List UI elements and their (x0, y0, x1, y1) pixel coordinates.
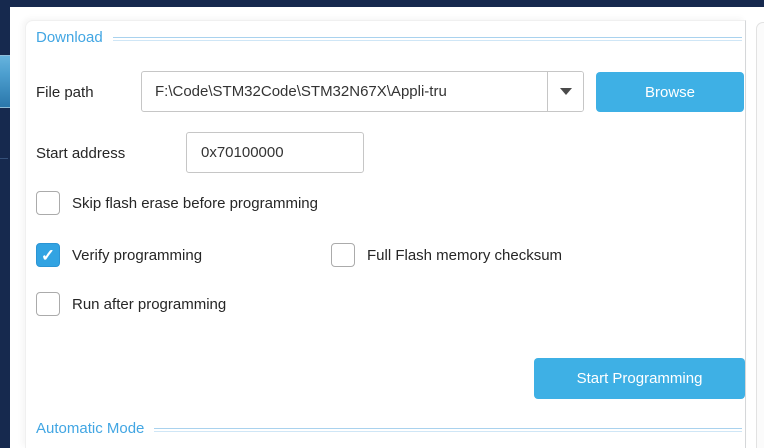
full-flash-checksum-group: Full Flash memory checksum (331, 242, 562, 268)
start-programming-button[interactable]: Start Programming (534, 358, 745, 399)
download-section-title: Download (36, 29, 103, 46)
skip-flash-erase-checkbox[interactable] (36, 191, 60, 215)
chevron-down-icon (559, 88, 572, 95)
left-scrollbar-track[interactable] (0, 7, 10, 448)
run-after-programming-row: Run after programming (36, 291, 735, 317)
scrollbar-tick (0, 158, 8, 159)
skip-flash-erase-label: Skip flash erase before programming (72, 194, 318, 212)
file-path-label: File path (36, 84, 94, 101)
file-path-combobox[interactable] (141, 71, 584, 112)
full-flash-checksum-checkbox[interactable] (331, 243, 355, 267)
adjacent-panel-edge (756, 22, 764, 448)
full-flash-checksum-label: Full Flash memory checksum (367, 246, 563, 264)
start-address-label: Start address (36, 145, 126, 162)
section-divider-line (112, 36, 742, 41)
file-path-dropdown-button[interactable] (547, 72, 583, 111)
run-after-programming-checkbox[interactable] (36, 292, 60, 316)
verify-programming-label: Verify programming (72, 246, 203, 264)
browse-button[interactable]: Browse (596, 72, 744, 112)
window-top-bar (0, 0, 764, 7)
start-address-input[interactable] (186, 132, 364, 173)
verify-checksum-row: ✓ Verify programming Full Flash memory c… (36, 242, 735, 268)
automatic-mode-section-header: Automatic Mode (36, 420, 742, 437)
file-path-input[interactable] (142, 72, 547, 111)
run-after-programming-label: Run after programming (72, 295, 227, 313)
verify-programming-checkbox[interactable]: ✓ (36, 243, 60, 267)
automatic-mode-section-title: Automatic Mode (36, 420, 145, 437)
download-section-header: Download (36, 29, 742, 46)
section-divider-line (154, 427, 742, 432)
verify-programming-group: ✓ Verify programming (36, 243, 202, 267)
skip-flash-erase-row: Skip flash erase before programming (36, 190, 735, 216)
download-panel: Download File path Browse Start address … (25, 20, 746, 448)
scrollbar-thumb[interactable] (0, 55, 10, 108)
